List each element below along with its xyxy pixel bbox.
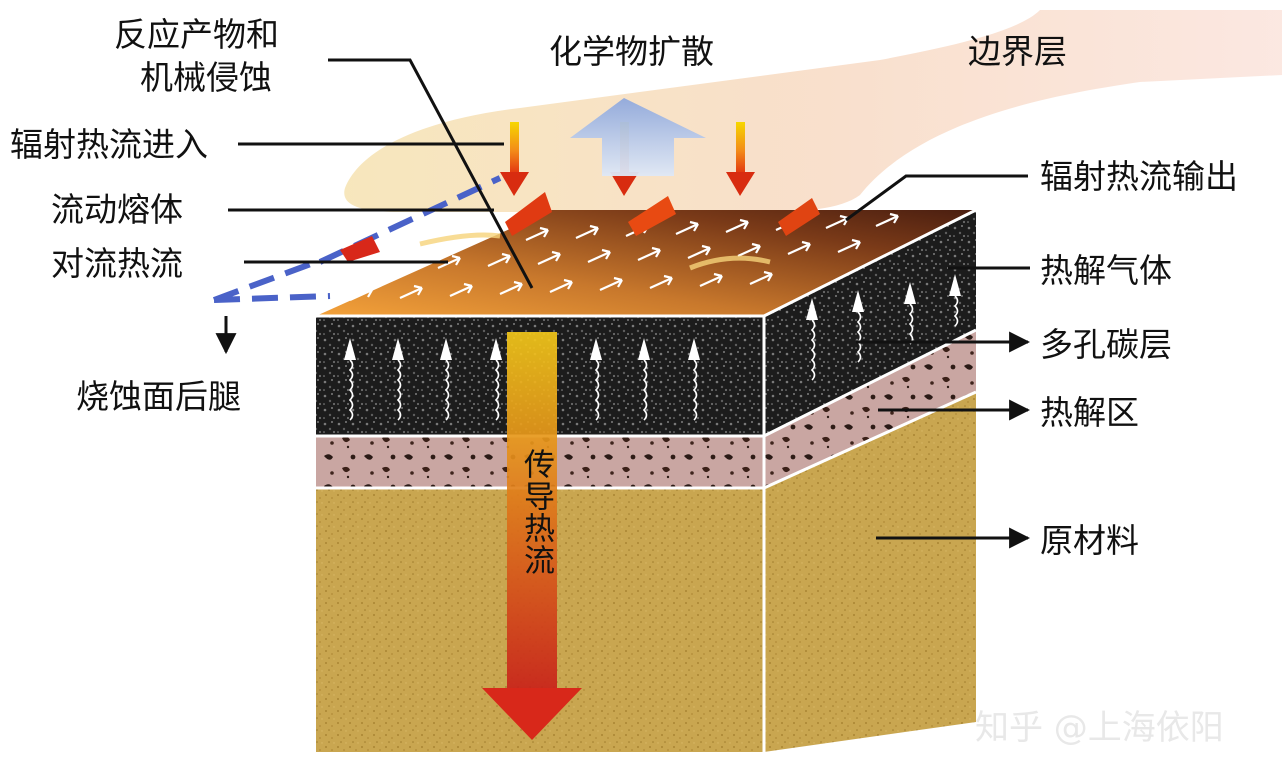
chemical-diffusion-arrow bbox=[570, 98, 706, 176]
label-radiant-heat-in: 辐射热流进入 bbox=[10, 125, 208, 164]
gas-arrow-head bbox=[490, 338, 502, 360]
label-flowing-melt: 流动熔体 bbox=[51, 190, 183, 229]
gas-arrow-head bbox=[852, 290, 864, 312]
top-surface bbox=[316, 210, 976, 316]
label-pyrolysis-gas: 热解气体 bbox=[1040, 251, 1172, 290]
surface-flow-arrow bbox=[487, 252, 511, 268]
label-boundary-layer: 边界层 bbox=[968, 32, 1067, 71]
surface-flow-arrow bbox=[787, 240, 811, 256]
surface-flow-arrow bbox=[737, 242, 761, 258]
surface-flow-arrow bbox=[675, 220, 699, 236]
surface-flow-arrow bbox=[449, 282, 473, 298]
gas-arrow-head bbox=[949, 274, 961, 296]
label-conduction-heat: 传导热流 bbox=[518, 448, 554, 576]
surface-flow-arrow bbox=[575, 224, 599, 240]
gas-wavy-line bbox=[642, 359, 648, 421]
surface-flow-arrow bbox=[649, 274, 673, 290]
flowing-melt-shapes bbox=[340, 192, 820, 271]
gas-arrow-head bbox=[806, 298, 818, 320]
gas-wavy-line bbox=[594, 359, 600, 421]
surface-flow-arrow bbox=[349, 286, 373, 302]
label-pyrolysis-zone: 热解区 bbox=[1040, 393, 1139, 432]
label-mechanical-erosion: 机械侵蚀 bbox=[140, 58, 272, 97]
gas-wavy-line bbox=[810, 319, 816, 381]
surface-flow-arrow bbox=[699, 272, 723, 288]
side-face-pyro bbox=[764, 330, 976, 488]
gas-wavy-line bbox=[692, 359, 698, 421]
gas-wavy-line bbox=[396, 359, 402, 421]
gas-arrow-head bbox=[392, 338, 404, 360]
surface-flow-arrow bbox=[599, 276, 623, 292]
gas-arrow-head bbox=[638, 338, 650, 360]
gas-wavy-line bbox=[908, 303, 914, 345]
surface-flow-arrow bbox=[687, 244, 711, 260]
gas-arrow-head bbox=[440, 338, 452, 360]
gas-arrow-head bbox=[688, 338, 700, 360]
recession-outline bbox=[212, 175, 502, 303]
label-chemical-diffusion: 化学物扩散 bbox=[549, 32, 714, 71]
conduction-heat-arrow bbox=[482, 332, 582, 740]
side-face-virgin bbox=[764, 392, 976, 752]
surface-flow-arrow bbox=[537, 250, 561, 266]
gas-arrow-head bbox=[904, 282, 916, 304]
surface-flow-arrow bbox=[637, 246, 661, 262]
gas-wavy-line bbox=[348, 359, 354, 421]
pyrolysis-gas-arrows bbox=[344, 274, 961, 421]
boundary-layer bbox=[344, 10, 1282, 212]
label-porous-char: 多孔碳层 bbox=[1040, 325, 1172, 364]
surface-flow-arrow bbox=[587, 248, 611, 264]
surface-flow-arrow bbox=[749, 270, 773, 286]
gas-wavy-line bbox=[444, 359, 450, 421]
gas-arrow-head bbox=[344, 338, 356, 360]
gas-wavy-line bbox=[494, 359, 500, 421]
label-virgin-material: 原材料 bbox=[1040, 521, 1139, 560]
surface-flow-arrow bbox=[399, 284, 423, 300]
gas-wavy-line bbox=[856, 311, 862, 363]
label-convective-heat: 对流热流 bbox=[51, 244, 183, 283]
label-ablation-recession: 烧蚀面后腿 bbox=[76, 377, 241, 416]
surface-flow-arrow bbox=[437, 254, 461, 270]
side-face-char bbox=[764, 210, 976, 436]
leader-radiant-out bbox=[845, 174, 1028, 222]
surface-flow-arrow bbox=[499, 280, 523, 296]
watermark: 知乎 @上海依阳 bbox=[975, 708, 1224, 748]
label-radiant-heat-out: 辐射热流输出 bbox=[1040, 157, 1238, 196]
label-reaction-products: 反应产物和 bbox=[114, 15, 279, 54]
surface-flow-arrow bbox=[875, 212, 899, 228]
surface-flow-arrow bbox=[549, 278, 573, 294]
gas-wavy-line bbox=[953, 295, 959, 327]
surface-flow-arrow bbox=[525, 226, 549, 242]
gas-arrow-head bbox=[590, 338, 602, 360]
leader-reaction-products bbox=[328, 58, 534, 289]
surface-flow-arrow bbox=[725, 218, 749, 234]
surface-flow-arrow bbox=[837, 238, 861, 254]
leader-lines bbox=[215, 58, 1031, 549]
